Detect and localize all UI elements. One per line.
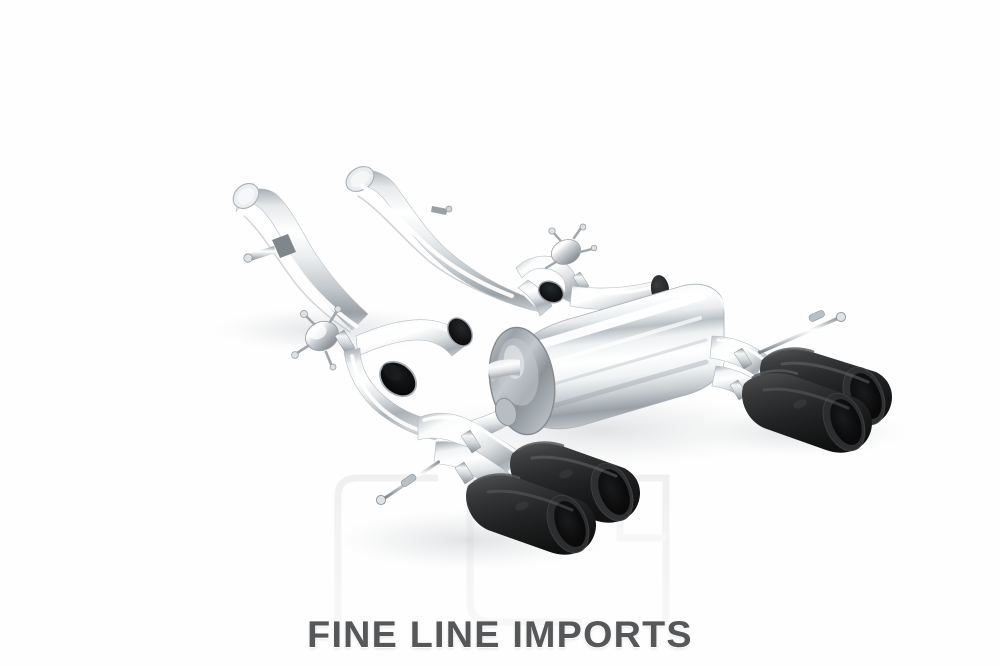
watermark-logo-fli	[320, 452, 684, 628]
right-valve-assembly	[515, 223, 598, 317]
watermark-text: FINE LINE IMPORTS	[307, 614, 693, 655]
left-valve-assembly	[291, 305, 356, 371]
right-inlet-pipe	[569, 275, 670, 310]
left-outlet-assembly	[375, 412, 640, 555]
left-mid-branch-pipe	[355, 317, 473, 357]
exhaust-tip-right-far	[760, 347, 892, 427]
right-outlet-assembly	[709, 310, 892, 453]
exhaust-tip-left-far	[510, 441, 640, 523]
exhaust-tip-right-near	[742, 369, 872, 453]
exhaust-tip-left-near	[466, 473, 596, 555]
hanger-rod-right	[758, 310, 847, 354]
hanger-rod-left	[375, 459, 440, 506]
hanger-pin-upper	[431, 205, 453, 215]
rear-left-pipe	[232, 183, 369, 333]
hanger-bracket-left	[243, 234, 296, 263]
rear-right-pipe	[345, 166, 541, 313]
centre-silencer	[455, 283, 728, 445]
contact-shadows	[200, 304, 920, 574]
left-down-pipe	[343, 347, 437, 441]
